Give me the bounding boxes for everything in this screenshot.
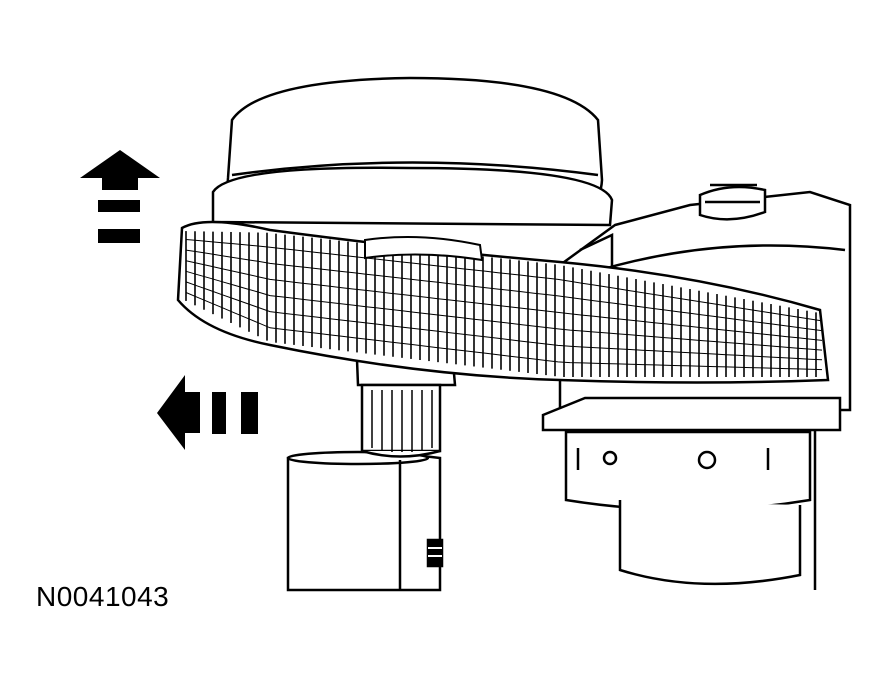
- arrow-left-icon: [157, 375, 258, 450]
- clutch-teeth: [185, 231, 823, 377]
- clutch-pack: [176, 220, 830, 384]
- drum-housing: [211, 76, 614, 227]
- clutch-plate-edge: [185, 249, 823, 332]
- lower-housing: [541, 396, 842, 590]
- arrow-up-icon: [80, 150, 160, 243]
- clutch-plate-edge: [185, 260, 823, 341]
- support-tube: [286, 450, 444, 592]
- clutch-plate-edge: [185, 270, 823, 351]
- clutch-plate-edge: [185, 292, 823, 371]
- drum-collar: [364, 235, 484, 262]
- figure-id-label: N0041043: [36, 581, 170, 612]
- clutch-plate-edge: [185, 239, 823, 322]
- clutch-plate-edge: [185, 281, 823, 361]
- input-shaft: [355, 353, 457, 458]
